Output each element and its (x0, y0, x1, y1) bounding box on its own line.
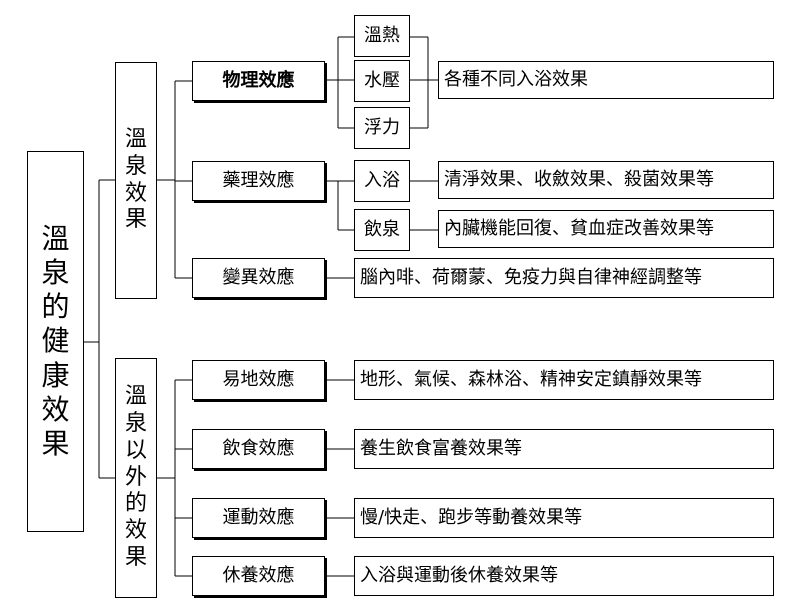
factor-label: 水壓 (364, 70, 400, 91)
result-text: 腦內啡、荷爾蒙、免疫力與自律神經調整等 (360, 267, 702, 288)
result-text: 內臟機能回復、貧血症改善效果等 (444, 218, 714, 239)
char: 外 (124, 464, 147, 490)
branch-non-hot-spring-effects: 溫泉以外的效果 (115, 358, 157, 598)
char: 效 (41, 392, 70, 426)
result-text: 各種不同入浴效果 (444, 69, 588, 90)
node-physical-effect: 物理效應 (192, 61, 325, 101)
node-label: 運動效應 (222, 507, 295, 528)
result-text: 慢/快走、跑步等動養效果等 (360, 507, 583, 528)
sub-bathing: 入浴 (354, 160, 410, 202)
node-exercise-effect: 運動效應 (192, 498, 325, 538)
root-box: 溫泉的健康效果 (27, 151, 84, 532)
char: 以 (124, 437, 147, 463)
sub-label: 飲泉 (364, 219, 400, 240)
node-label: 飲食效應 (222, 438, 295, 459)
result-bathing-effects: 各種不同入浴效果 (438, 61, 774, 99)
node-relocation-effect: 易地效應 (192, 360, 325, 400)
char: 泉 (124, 410, 147, 436)
factor-water-pressure: 水壓 (354, 60, 410, 102)
char: 溫 (124, 126, 147, 152)
node-rest-effect: 休養效應 (192, 556, 325, 596)
node-variation-effect: 變異效應 (192, 258, 325, 298)
result-text: 入浴與運動後休養效果等 (360, 565, 558, 586)
char: 溫 (41, 221, 70, 255)
factor-heat: 溫熱 (354, 15, 410, 57)
node-pharmacological-effect: 藥理效應 (192, 161, 325, 201)
char: 溫 (124, 384, 147, 410)
char: 果 (124, 207, 147, 233)
char: 效 (124, 518, 147, 544)
factor-buoyancy: 浮力 (354, 107, 410, 149)
result-health-diet: 養生飲食富養效果等 (354, 429, 774, 469)
result-rest-after: 入浴與運動後休養效果等 (354, 556, 774, 596)
branch-label: 溫泉效果 (125, 127, 147, 234)
factor-label: 溫熱 (364, 25, 400, 46)
result-walking-running: 慢/快走、跑步等動養效果等 (354, 498, 774, 538)
char: 效 (124, 180, 147, 206)
char: 健 (41, 324, 70, 358)
char: 康 (41, 358, 70, 392)
char: 的 (41, 290, 70, 324)
result-cleansing: 清淨效果、收斂效果、殺菌效果等 (438, 161, 774, 199)
char: 的 (124, 491, 147, 517)
result-endorphin: 腦內啡、荷爾蒙、免疫力與自律神經調整等 (354, 258, 774, 298)
result-terrain-climate: 地形、氣候、森林浴、精神安定鎮靜效果等 (354, 360, 774, 400)
branch-label: 溫泉以外的效果 (125, 384, 147, 572)
node-label: 休養效應 (222, 565, 295, 586)
result-organ-recovery: 內臟機能回復、貧血症改善效果等 (438, 210, 774, 248)
factor-label: 浮力 (364, 117, 400, 138)
sub-drinking: 飲泉 (354, 209, 410, 251)
node-label: 易地效應 (222, 369, 295, 390)
node-diet-effect: 飲食效應 (192, 429, 325, 469)
result-text: 清淨效果、收斂效果、殺菌效果等 (444, 169, 714, 190)
char: 果 (41, 426, 70, 460)
char: 泉 (41, 256, 70, 290)
root-label: 溫泉的健康效果 (41, 222, 69, 461)
sub-label: 入浴 (364, 170, 400, 191)
char: 泉 (124, 153, 147, 179)
result-text: 地形、氣候、森林浴、精神安定鎮靜效果等 (360, 369, 702, 390)
char: 果 (124, 545, 147, 571)
branch-hot-spring-effects: 溫泉效果 (115, 62, 157, 299)
node-label: 藥理效應 (222, 170, 295, 191)
node-label: 物理效應 (222, 70, 295, 91)
node-label: 變異效應 (222, 267, 295, 288)
result-text: 養生飲食富養效果等 (360, 438, 522, 459)
